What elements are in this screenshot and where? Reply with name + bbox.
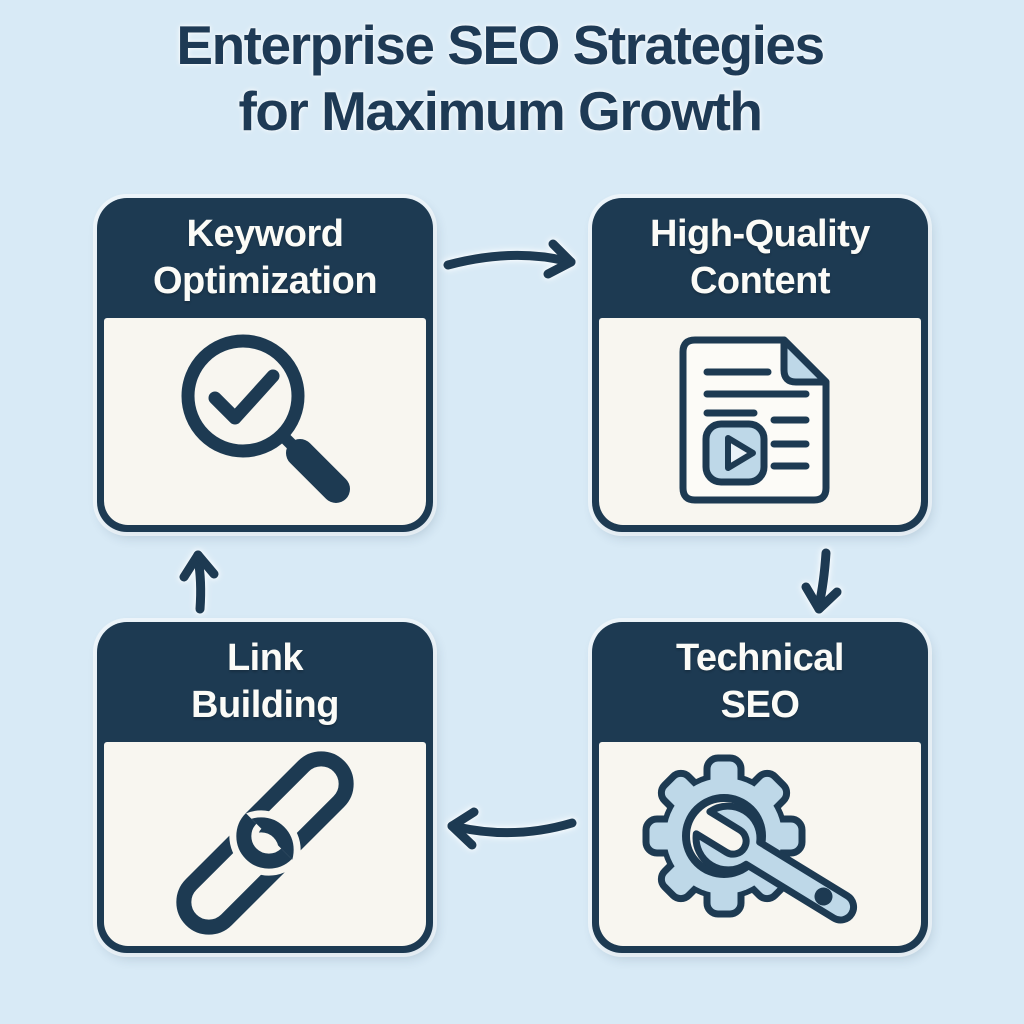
card-keyword-optimization: Keyword Optimization — [97, 198, 433, 532]
card-label: Keyword — [186, 213, 344, 255]
card-keyword-optimization-body — [104, 318, 426, 525]
card-keyword-optimization-header: Keyword Optimization — [97, 198, 433, 318]
card-high-quality-content: High-Quality Content — [592, 198, 928, 532]
card-label: Optimization — [152, 260, 378, 302]
gear-wrench-icon — [642, 754, 857, 924]
arrow-left-icon — [447, 807, 577, 850]
page-title-line2: for Maximum Growth — [238, 80, 763, 142]
card-link-building: Link Building — [97, 622, 433, 953]
card-label: Technical — [676, 637, 844, 679]
page-title-line1: Enterprise SEO Strategies — [176, 14, 825, 76]
card-link-building-header: Link Building — [97, 622, 433, 742]
card-high-quality-content-body — [599, 318, 921, 525]
card-technical-seo-header: Technical SEO — [592, 622, 928, 742]
arrow-down-icon — [801, 548, 842, 614]
chain-link-icon — [169, 751, 354, 940]
card-label: Content — [689, 260, 831, 302]
magnifier-check-icon — [181, 334, 350, 503]
page-title: Enterprise SEO Strategies for Maximum Gr… — [0, 12, 1000, 144]
card-technical-seo: Technical SEO — [592, 622, 928, 953]
card-link-building-body — [104, 742, 426, 946]
document-video-icon — [679, 336, 830, 503]
card-technical-seo-body — [599, 742, 921, 946]
arrow-right-icon — [443, 239, 576, 279]
card-label: Building — [191, 684, 339, 726]
card-label: Link — [226, 637, 304, 679]
arrow-up-icon — [179, 550, 219, 614]
card-label: High-Quality — [650, 213, 870, 255]
card-high-quality-content-header: High-Quality Content — [592, 198, 928, 318]
card-label: SEO — [720, 684, 800, 726]
